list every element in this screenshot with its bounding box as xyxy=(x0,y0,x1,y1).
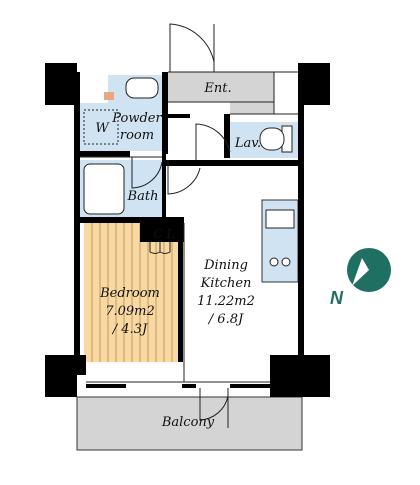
sink xyxy=(265,209,295,229)
bathtub xyxy=(83,163,125,215)
thin-lines xyxy=(80,71,298,383)
lavatory-label: Lav. xyxy=(234,136,262,151)
fixtures xyxy=(83,77,295,267)
dining-kitchen-line2: Kitchen xyxy=(200,276,252,291)
closet-label: C L xyxy=(153,227,175,241)
compass-icon xyxy=(347,248,391,292)
powder-room-label-line1: Powder xyxy=(112,111,162,126)
washer-accent xyxy=(104,92,114,100)
walls xyxy=(45,63,330,397)
washbasin xyxy=(125,77,159,99)
bedroom-label: Bedroom 7.09m2 / 4.3J xyxy=(100,285,160,339)
burner-2 xyxy=(281,257,291,267)
dining-kitchen-line3: 11.22m2 xyxy=(197,294,255,309)
dining-kitchen-line1: Dining xyxy=(204,258,248,273)
washer-box xyxy=(83,109,119,145)
burner-1 xyxy=(269,257,279,267)
balcony-label: Balcony xyxy=(161,415,215,430)
balcony-area xyxy=(76,396,303,451)
bedroom-line1: Bedroom xyxy=(100,286,160,301)
powder-room-floor xyxy=(80,103,162,151)
dining-kitchen-line4: / 6.8J xyxy=(208,312,244,327)
entrance-area xyxy=(168,72,274,102)
dining-kitchen-label: Dining Kitchen 11.22m2 / 6.8J xyxy=(194,257,258,329)
bedroom-line3: / 4.3J xyxy=(112,322,148,337)
powder-room-label: Powder room xyxy=(112,110,162,144)
entrance-label: Ent. xyxy=(204,81,232,96)
powder-room-label-line2: room xyxy=(119,128,155,143)
doors xyxy=(131,23,231,428)
entrance-step xyxy=(230,102,274,114)
toilet-bowl xyxy=(259,127,285,151)
washer-label: W xyxy=(95,121,109,136)
bedroom-line2: 7.09m2 xyxy=(105,304,155,319)
bedroom-floor-lines xyxy=(91,222,173,362)
bath-label: Bath xyxy=(127,189,159,204)
north-label: N xyxy=(330,288,343,308)
